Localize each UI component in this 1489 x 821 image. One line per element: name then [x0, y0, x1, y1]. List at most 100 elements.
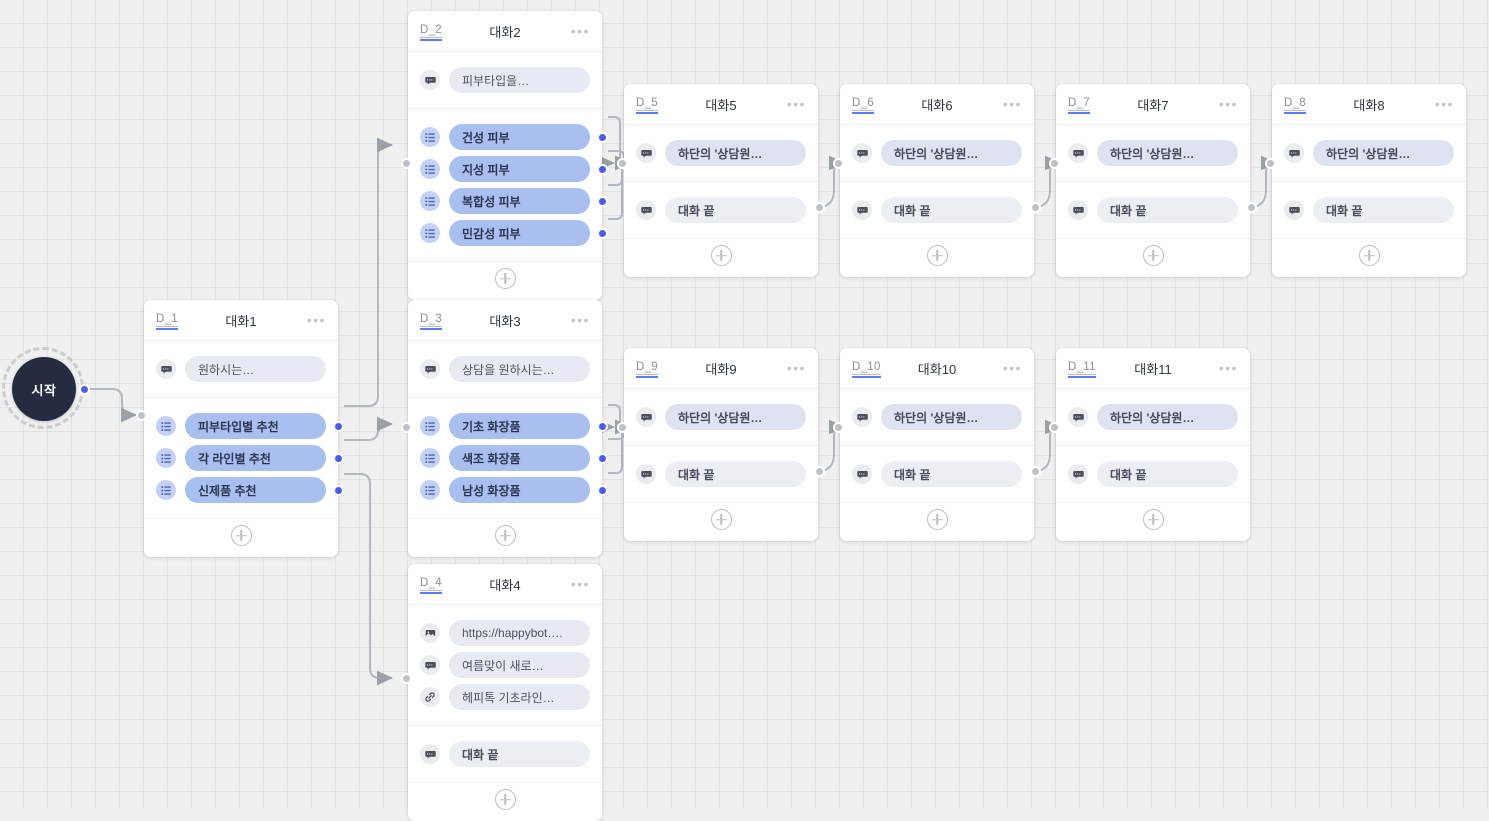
message-row[interactable]: 여름맞이 새로… — [420, 652, 590, 678]
input-port-d_2[interactable] — [400, 157, 412, 169]
output-port-d_2-3[interactable] — [596, 195, 608, 207]
button-pill[interactable]: 민감성 피부 — [449, 220, 590, 246]
output-port-d_1-1[interactable] — [332, 420, 344, 432]
button-row[interactable]: 색조 화장품 — [420, 445, 590, 471]
add-item-button[interactable] — [710, 245, 732, 266]
message-row[interactable]: 하단의 '상담원… — [636, 140, 806, 166]
output-port-d_1-2[interactable] — [332, 452, 344, 464]
message-row[interactable]: 대화 끝 — [636, 197, 806, 223]
add-item-button[interactable] — [230, 525, 252, 546]
message-row[interactable]: 대화 끝 — [852, 461, 1022, 487]
message-row[interactable]: 하단의 '상담원… — [1068, 404, 1238, 430]
button-row[interactable]: 피부타입별 추천 — [156, 413, 326, 439]
message-row[interactable]: 대화 끝 — [636, 461, 806, 487]
message-row[interactable]: 하단의 '상담원… — [1284, 140, 1454, 166]
output-port-d_3-3[interactable] — [596, 484, 608, 496]
card-menu-icon[interactable]: ••• — [570, 23, 590, 39]
input-port-d_6[interactable] — [832, 157, 844, 169]
message-row[interactable]: 헤피톡 기초라인… — [420, 684, 590, 710]
output-port-d_2-2[interactable] — [596, 163, 608, 175]
start-node-output-port[interactable] — [79, 384, 90, 395]
button-pill[interactable]: 기초 화장품 — [449, 413, 590, 439]
add-item-button[interactable] — [1142, 509, 1164, 530]
message-row[interactable]: 피부타입을… — [420, 67, 590, 93]
message-row[interactable]: 하단의 '상담원… — [636, 404, 806, 430]
output-port-d_3-1[interactable] — [596, 420, 608, 432]
message-row[interactable]: 상담을 원하시는… — [420, 356, 590, 382]
message-row[interactable]: 하단의 '상담원… — [1068, 140, 1238, 166]
button-row[interactable]: 기초 화장품 — [420, 413, 590, 439]
card-code-label[interactable]: D_11 — [1068, 361, 1096, 378]
card-code-label[interactable]: D_6 — [852, 97, 874, 114]
card-code-label[interactable]: D_3 — [420, 313, 442, 330]
message-pill[interactable]: 대화 끝 — [665, 461, 806, 487]
card-menu-icon[interactable]: ••• — [570, 576, 590, 592]
add-item-button[interactable] — [494, 789, 516, 810]
message-row[interactable]: 하단의 '상담원… — [852, 404, 1022, 430]
input-port-d_3[interactable] — [400, 421, 412, 433]
message-pill[interactable]: 대화 끝 — [1313, 197, 1454, 223]
button-pill[interactable]: 지성 피부 — [449, 156, 590, 182]
button-row[interactable]: 건성 피부 — [420, 124, 590, 150]
input-port-d_7[interactable] — [1048, 157, 1060, 169]
add-item-button[interactable] — [710, 509, 732, 530]
add-item-button[interactable] — [926, 509, 948, 530]
message-pill[interactable]: 하단의 '상담원… — [1313, 140, 1454, 166]
message-row[interactable]: 대화 끝 — [420, 741, 590, 767]
message-row[interactable]: 대화 끝 — [852, 197, 1022, 223]
message-pill[interactable]: 대화 끝 — [665, 197, 806, 223]
button-pill[interactable]: 각 라인별 추천 — [185, 445, 326, 471]
message-pill[interactable]: 대화 끝 — [881, 197, 1022, 223]
card-menu-icon[interactable]: ••• — [1218, 360, 1238, 376]
button-row[interactable]: 신제품 추천 — [156, 477, 326, 503]
button-row[interactable]: 복합성 피부 — [420, 188, 590, 214]
message-pill[interactable]: 하단의 '상담원… — [1097, 140, 1238, 166]
message-pill[interactable]: 상담을 원하시는… — [449, 356, 590, 382]
input-port-d_4[interactable] — [400, 672, 412, 684]
card-code-label[interactable]: D_5 — [636, 97, 658, 114]
message-row[interactable]: 대화 끝 — [1284, 197, 1454, 223]
add-item-button[interactable] — [1142, 245, 1164, 266]
message-pill[interactable]: 피부타입을… — [449, 67, 590, 93]
message-row[interactable]: 대화 끝 — [1068, 197, 1238, 223]
button-pill[interactable]: 건성 피부 — [449, 124, 590, 150]
message-pill[interactable]: 대화 끝 — [881, 461, 1022, 487]
input-port-d_11[interactable] — [1048, 421, 1060, 433]
message-pill[interactable]: 헤피톡 기초라인… — [449, 684, 590, 710]
start-node[interactable]: 시작 — [12, 357, 76, 421]
add-item-button[interactable] — [494, 525, 516, 546]
card-menu-icon[interactable]: ••• — [786, 360, 806, 376]
message-pill[interactable]: 대화 끝 — [449, 741, 590, 767]
card-menu-icon[interactable]: ••• — [1218, 96, 1238, 112]
card-menu-icon[interactable]: ••• — [1002, 96, 1022, 112]
input-port-d_8[interactable] — [1264, 157, 1276, 169]
message-pill[interactable]: 대화 끝 — [1097, 461, 1238, 487]
output-port-d_2-1[interactable] — [596, 131, 608, 143]
button-pill[interactable]: 색조 화장품 — [449, 445, 590, 471]
input-port-d_1[interactable] — [135, 409, 147, 421]
button-pill[interactable]: 복합성 피부 — [449, 188, 590, 214]
card-menu-icon[interactable]: ••• — [1434, 96, 1454, 112]
chain-port-d_7[interactable] — [1245, 201, 1257, 213]
card-code-label[interactable]: D_8 — [1284, 97, 1306, 114]
button-pill[interactable]: 남성 화장품 — [449, 477, 590, 503]
output-port-d_3-2[interactable] — [596, 452, 608, 464]
message-row[interactable]: 하단의 '상담원… — [852, 140, 1022, 166]
chain-port-d_6[interactable] — [1029, 201, 1041, 213]
card-code-label[interactable]: D_7 — [1068, 97, 1090, 114]
card-code-label[interactable]: D_10 — [852, 361, 881, 378]
chain-port-d_10[interactable] — [1029, 465, 1041, 477]
card-code-label[interactable]: D_2 — [420, 24, 442, 41]
message-pill[interactable]: 하단의 '상담원… — [665, 404, 806, 430]
output-port-d_1-3[interactable] — [332, 484, 344, 496]
message-row[interactable]: https://happybot…. — [420, 620, 590, 646]
button-row[interactable]: 남성 화장품 — [420, 477, 590, 503]
button-pill[interactable]: 신제품 추천 — [185, 477, 326, 503]
